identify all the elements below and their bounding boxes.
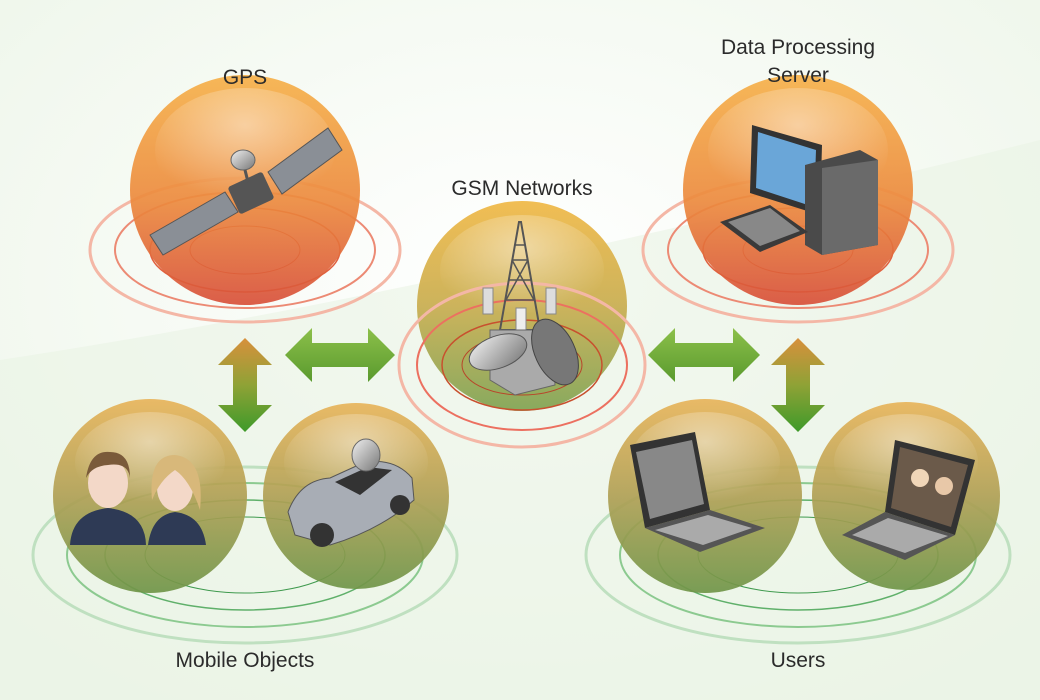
computer-icon: [720, 125, 878, 255]
gps-mobile-arrow: [218, 338, 272, 432]
laptop-icon: [630, 432, 765, 552]
server-label-line1: Data Processing: [721, 36, 875, 59]
server-label-line2: Server: [767, 64, 829, 87]
people-icon: [70, 451, 206, 545]
server-users-arrow: [771, 338, 825, 432]
people-sphere[interactable]: [53, 399, 247, 593]
satellite-icon: [149, 127, 343, 256]
gps-label: GPS: [223, 66, 267, 89]
gps-gsm-arrow: [285, 328, 395, 382]
laptop-video-call-icon: [842, 440, 975, 560]
gsm-server-arrow: [648, 328, 760, 382]
mobile-objects-label: Mobile Objects: [176, 649, 315, 672]
gsm-label: GSM Networks: [451, 177, 592, 200]
cell-tower-icon: [468, 221, 579, 396]
car-icon: [287, 438, 415, 547]
users-label: Users: [771, 649, 826, 672]
